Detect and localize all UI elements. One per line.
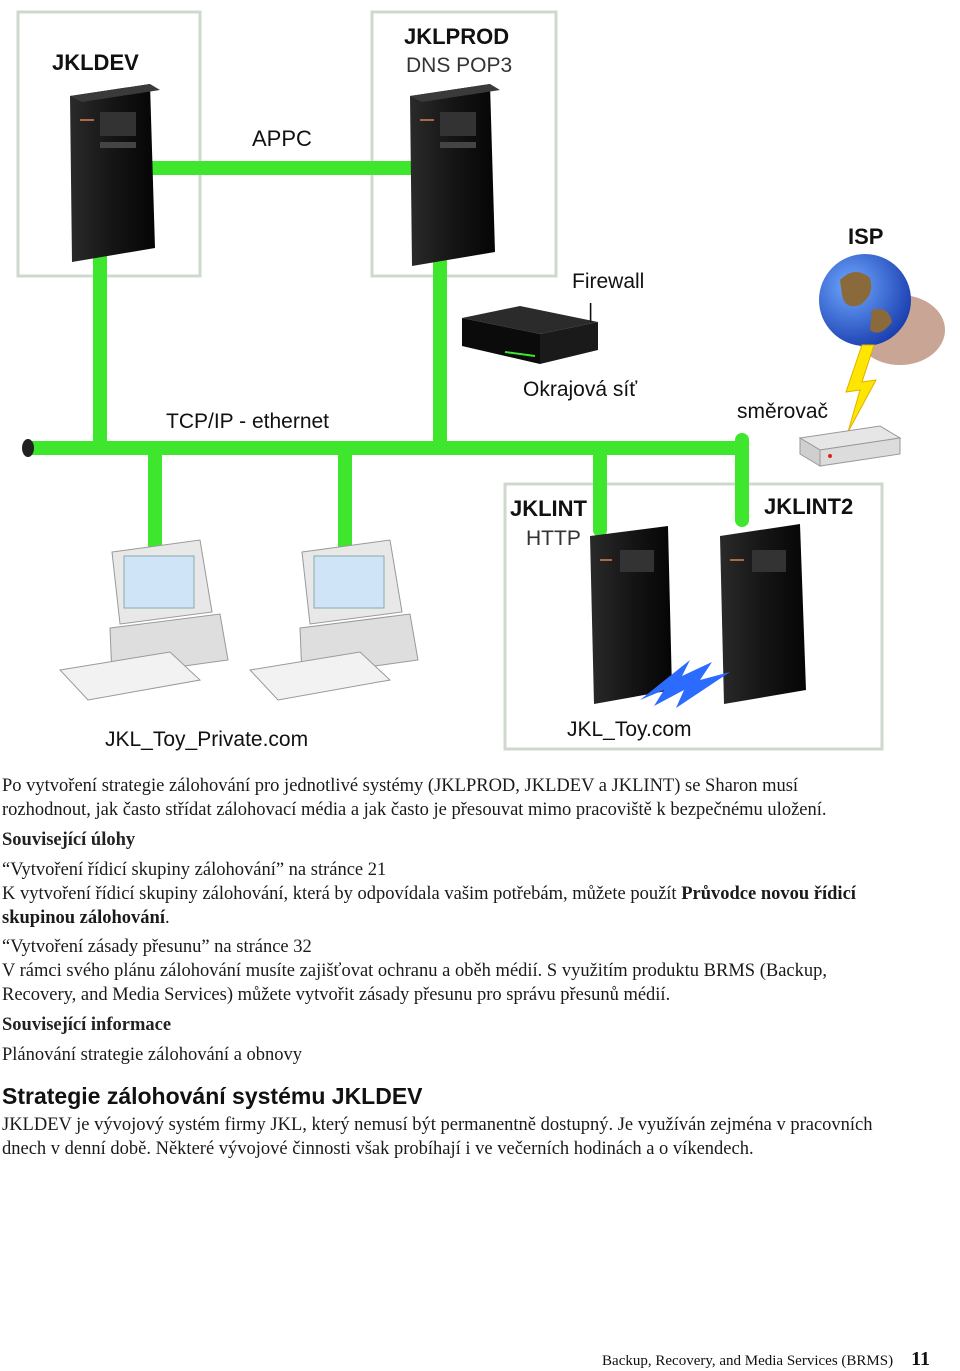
firewall-label: Firewall: [572, 270, 644, 293]
task1-wizard-name-part2: skupinou zálohování: [2, 908, 165, 928]
jkldev-label: JKLDEV: [52, 50, 139, 75]
footer-title: Backup, Recovery, and Media Services (BR…: [602, 1353, 894, 1369]
task-link-move-policy[interactable]: “Vytvoření zásady přesunu” na stránce 32: [2, 937, 312, 957]
private-domain-label: JKL_Toy_Private.com: [105, 728, 308, 751]
workstation-2-icon: [248, 539, 419, 701]
section-title: Strategie zálohování systému JKLDEV: [2, 1083, 423, 1109]
public-domain-label: JKL_Toy.com: [567, 718, 692, 741]
task1-desc-text: K vytvoření řídicí skupiny zálohování, k…: [2, 884, 682, 904]
task1-desc-end: .: [164, 908, 170, 928]
wireless-link-icon: [640, 660, 730, 708]
section-line-1: JKLDEV je vývojový systém firmy JKL, kte…: [2, 1115, 873, 1135]
jklint-label: JKLINT: [510, 496, 588, 521]
router-label: směrovač: [737, 400, 828, 423]
task-link-control-group[interactable]: “Vytvoření řídicí skupiny zálohování” na…: [2, 860, 387, 880]
jklprod-services-label: DNS POP3: [406, 54, 512, 77]
intro-paragraph: Po vytvoření strategie zálohování pro je…: [2, 774, 952, 822]
task2-desc-line-1: V rámci svého plánu zálohování musíte za…: [2, 961, 828, 981]
lightning-icon: [845, 344, 877, 433]
section-paragraph: JKLDEV je vývojový systém firmy JKL, kte…: [2, 1113, 952, 1161]
task1-wizard-name-part1: Průvodce novou řídicí: [681, 884, 856, 904]
task1-description: K vytvoření řídicí skupiny zálohování, k…: [2, 882, 952, 930]
task2-description: V rámci svého plánu zálohování musíte za…: [2, 959, 952, 1007]
info-link-backup-planning[interactable]: Plánování strategie zálohování a obnovy: [2, 1045, 303, 1065]
jklint-box: [503, 482, 884, 751]
network-diagram: JKLDEV JKLPROD DNS POP3 APPC Firewall | …: [16, 10, 945, 751]
task2-desc-line-2: Recovery, and Media Services) můžete vyt…: [2, 985, 671, 1005]
jklint2-label: JKLINT2: [764, 494, 853, 519]
jklint-server-icon: [590, 526, 672, 704]
intro-line-1: Po vytvoření strategie zálohování pro je…: [2, 776, 799, 796]
section-line-2: dnech v denní době. Některé vývojové čin…: [2, 1139, 754, 1159]
workstation-1-icon: [58, 539, 229, 701]
firewall-pointer: |: [588, 301, 593, 323]
jkldev-server-icon: [70, 84, 160, 262]
isp-label: ISP: [848, 224, 883, 249]
cable-end: [22, 439, 34, 457]
router-icon: [798, 425, 902, 467]
isp-globe-icon: [819, 254, 945, 365]
page-footer: Backup, Recovery, and Media Services (BR…: [602, 1348, 930, 1371]
network-lines: [23, 161, 749, 567]
jklint-http-label: HTTP: [526, 527, 581, 550]
related-info-heading: Související informace: [2, 1015, 172, 1035]
intro-line-2: rozhodnout, jak často střídat zálohovací…: [2, 800, 827, 820]
firewall-icon: [462, 306, 598, 364]
edge-network-label: Okrajová síť: [523, 378, 638, 401]
jklprod-server-icon: [410, 84, 500, 266]
jklprod-label: JKLPROD: [404, 24, 509, 49]
jklint2-server-icon: [720, 524, 806, 704]
tcpip-label: TCP/IP - ethernet: [166, 410, 329, 433]
page-number: 11: [911, 1348, 930, 1370]
related-tasks-heading: Související úlohy: [2, 830, 136, 850]
appc-label: APPC: [252, 126, 312, 151]
